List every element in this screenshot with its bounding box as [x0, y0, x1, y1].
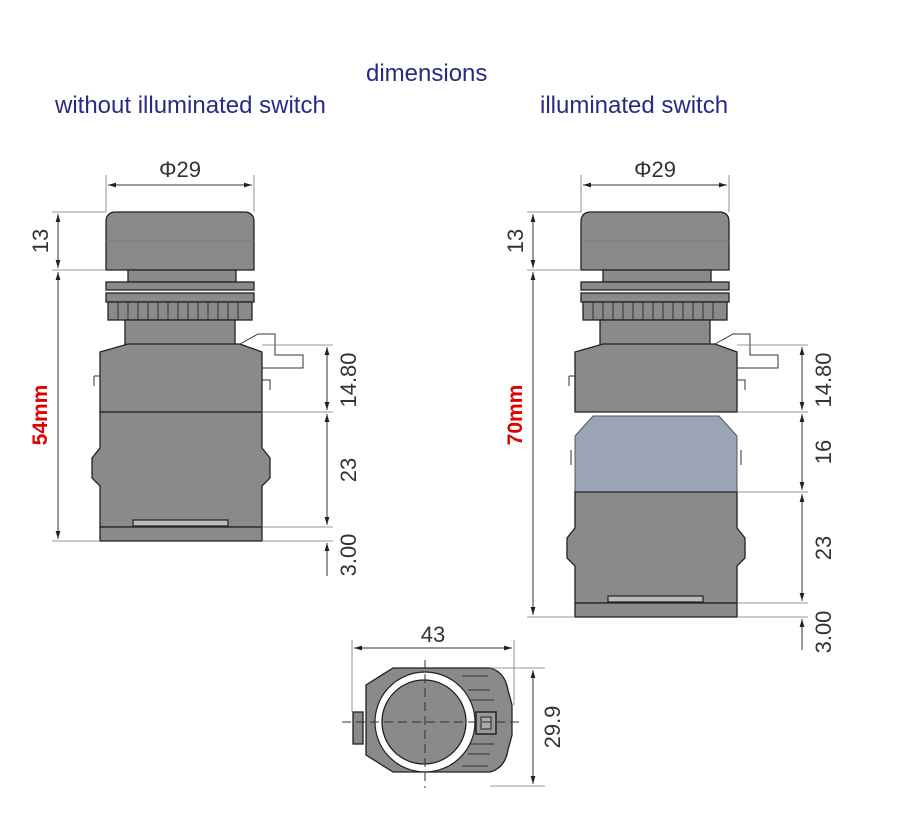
upper-body-label: 14.80	[336, 352, 361, 407]
switch-body	[91, 211, 304, 542]
bottom-view-drawing: 43 29.9	[342, 622, 565, 788]
total-length-label: 54mm	[29, 385, 52, 446]
lower-body-label: 23	[336, 458, 361, 482]
lower-body-label: 23	[811, 536, 836, 560]
right-title: illuminated switch	[540, 92, 729, 119]
width-label: 43	[421, 622, 445, 647]
base-label: 3.00	[811, 611, 836, 654]
lamp-section-label: 16	[811, 440, 836, 464]
height-label: 29.9	[540, 706, 565, 749]
cap-height-label: 13	[28, 229, 53, 253]
left-title: without illuminated switch	[55, 92, 326, 119]
upper-body-label: 14.80	[811, 352, 836, 407]
diameter-label: Φ29	[159, 157, 201, 182]
base-label: 3.00	[336, 534, 361, 577]
total-length-label: 70mm	[504, 385, 527, 446]
switch-body	[566, 211, 779, 618]
main-title: dimensions	[366, 60, 488, 87]
left-switch-drawing: Φ29 13 54mm 14.80 23 3.00	[28, 157, 361, 576]
cap-height-label: 13	[503, 229, 528, 253]
right-switch-drawing: Φ29 13 70mm 14.80 16 23 3.00	[503, 157, 836, 653]
lamp-section	[574, 415, 738, 493]
diameter-label: Φ29	[634, 157, 676, 182]
